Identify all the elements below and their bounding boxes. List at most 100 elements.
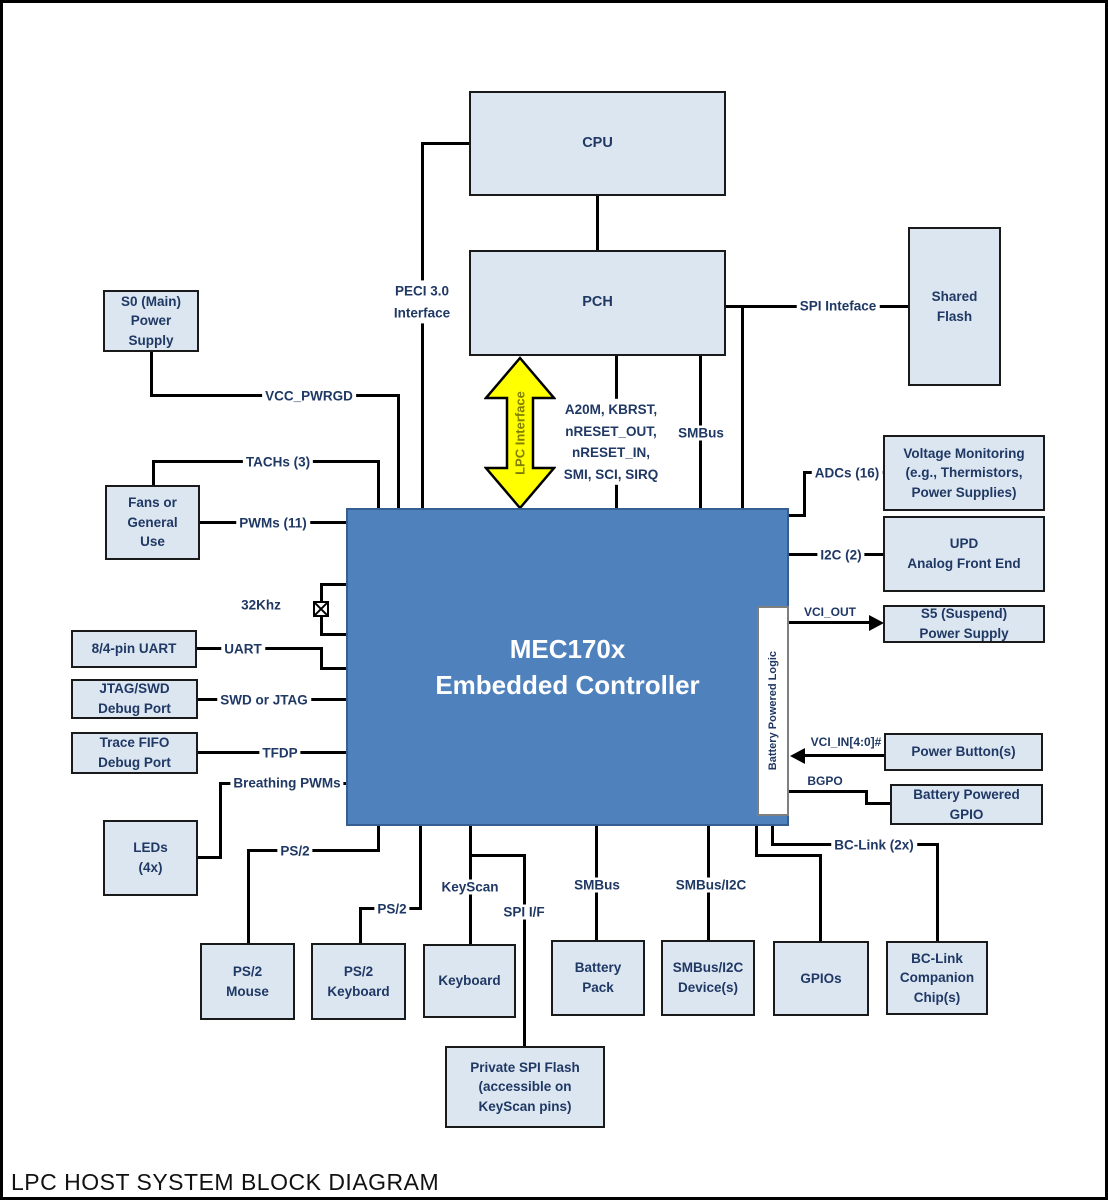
box-jtag-swd-debug-port: JTAG/SWD Debug Port — [71, 679, 198, 719]
connector-line — [320, 647, 323, 668]
crystal-32khz-icon — [313, 601, 329, 617]
box-upd-analog-front-end: UPD Analog Front End — [883, 516, 1045, 592]
box-label: Debug Port — [98, 701, 171, 716]
label-32khz: 32Khz — [241, 597, 281, 613]
label-bgpo: BGPO — [807, 774, 843, 788]
connector-line — [804, 754, 884, 757]
box-label: BC-Link — [911, 950, 963, 966]
box-smbus-i2c-devices: SMBus/I2C Device(s) — [661, 940, 755, 1016]
box-label: Device(s) — [677, 980, 739, 995]
box-private-spi-flash: Private SPI Flash (accessible on KeyScan… — [445, 1046, 605, 1128]
connector-line — [469, 854, 526, 857]
box-label: (4x) — [138, 860, 163, 875]
connector-line — [320, 583, 323, 601]
box-s0-power-supply: S0 (Main) Power Supply — [103, 290, 199, 352]
connector-line — [865, 790, 868, 804]
label-vci-out: VCI_OUT — [803, 605, 857, 619]
connector-line — [819, 854, 822, 941]
connector-line — [377, 826, 380, 852]
box-label: Power Supplies) — [911, 484, 1017, 500]
connector-line — [377, 460, 380, 508]
box-label: Shared — [931, 288, 978, 304]
box-cpu: CPU — [469, 91, 726, 196]
label-bclink-2x: BC-Link (2x) — [831, 837, 917, 853]
box-fans-general-use: Fans or General Use — [105, 485, 200, 560]
box-label: Private SPI Flash — [470, 1059, 580, 1075]
connector-line — [152, 460, 155, 485]
box-label: Trace FIFO — [99, 735, 170, 751]
label-ps2-mouse-line: PS/2 — [277, 843, 313, 859]
label-spi-if: SPI I/F — [500, 904, 548, 920]
connector-line — [198, 856, 222, 859]
box-label: PS/2 — [232, 963, 263, 979]
box-trace-fifo-debug-port: Trace FIFO Debug Port — [71, 732, 198, 774]
label-keyscan: KeyScan — [438, 879, 502, 895]
connector-line — [803, 471, 806, 517]
connector-line — [419, 826, 422, 910]
box-voltage-monitoring: Voltage Monitoring (e.g., Thermistors, P… — [883, 435, 1045, 511]
label-i2c-2: I2C (2) — [817, 547, 865, 563]
box-label: GPIOs — [800, 970, 842, 986]
connector-line — [421, 142, 424, 508]
box-label: 8/4-pin UART — [91, 641, 177, 657]
box-label: PS/2 — [343, 963, 374, 979]
box-label: Voltage Monitoring — [903, 445, 1025, 461]
box-label: Analog Front End — [907, 556, 1021, 571]
box-label: Power Supply — [919, 626, 1009, 641]
label-smbus-i2c-bottom: SMBus/I2C — [672, 877, 750, 893]
box-leds: LEDs (4x) — [103, 820, 198, 896]
box-battery-powered-logic: Battery Powered Logic — [757, 606, 789, 816]
box-uart: 8/4-pin UART — [71, 630, 197, 668]
connector-line — [320, 667, 346, 670]
box-mec170x-embedded-controller: MEC170x Embedded Controller — [346, 508, 789, 826]
box-label: JTAG/SWD — [99, 681, 170, 697]
connector-line — [596, 196, 599, 250]
diagram-title: LPC HOST SYSTEM BLOCK DIAGRAM — [11, 1169, 440, 1195]
connector-line — [789, 514, 806, 517]
connector-line — [320, 633, 346, 636]
box-label: S5 (Suspend) — [920, 606, 1008, 622]
connector-line — [755, 854, 822, 857]
connector-line — [865, 802, 890, 805]
box-label: Fans or — [128, 495, 177, 511]
box-label: Power — [130, 313, 172, 329]
connector-line — [320, 617, 323, 635]
box-label: Keyboard — [327, 983, 390, 999]
label-smbus-bottom: SMBus — [571, 877, 623, 893]
box-shared-flash: Shared Flash — [908, 227, 1001, 386]
box-label: Use — [140, 534, 165, 550]
label-swd-or-jtag: SWD or JTAG — [217, 692, 311, 708]
box-battery-powered-gpio: Battery Powered GPIO — [890, 784, 1043, 825]
box-s5-power-supply: S5 (Suspend) Power Supply — [883, 605, 1045, 643]
vci-in-arrowhead-icon — [790, 748, 805, 764]
box-label: (e.g., Thermistors, — [905, 465, 1023, 481]
box-power-buttons: Power Button(s) — [884, 733, 1043, 771]
box-battery-pack: Battery Pack — [551, 940, 645, 1016]
box-gpios: GPIOs — [773, 941, 869, 1016]
box-keyboard: Keyboard — [423, 944, 516, 1018]
connector-line — [523, 854, 526, 1046]
box-label: SMBus/I2C — [672, 960, 744, 976]
label-smbus-mid: SMBus — [675, 425, 727, 441]
label-vcc-pwrgd: VCC_PWRGD — [262, 388, 356, 404]
connector-line — [771, 826, 774, 846]
box-label: Companion — [899, 970, 975, 986]
connector-line — [789, 790, 868, 793]
box-label: Supply — [128, 332, 174, 348]
box-label: Power Button(s) — [911, 744, 1016, 760]
box-label: Chip(s) — [913, 989, 961, 1005]
connector-line — [219, 782, 222, 858]
label-adcs: ADCs (16) — [811, 465, 883, 481]
label-pwms: PWMs (11) — [236, 515, 310, 531]
ec-name: MEC170x — [509, 633, 626, 664]
connector-line — [150, 352, 153, 395]
box-label: Mouse — [226, 983, 269, 999]
box-label: UPD — [949, 536, 979, 552]
label-tfdp: TFDP — [259, 745, 301, 761]
box-label: (accessible on — [478, 1079, 572, 1095]
box-ps2-keyboard: PS/2 Keyboard — [311, 943, 406, 1020]
box-label: Battery — [574, 960, 622, 976]
connector-line — [755, 826, 758, 857]
connector-line — [789, 621, 871, 624]
box-label: Debug Port — [98, 755, 171, 770]
